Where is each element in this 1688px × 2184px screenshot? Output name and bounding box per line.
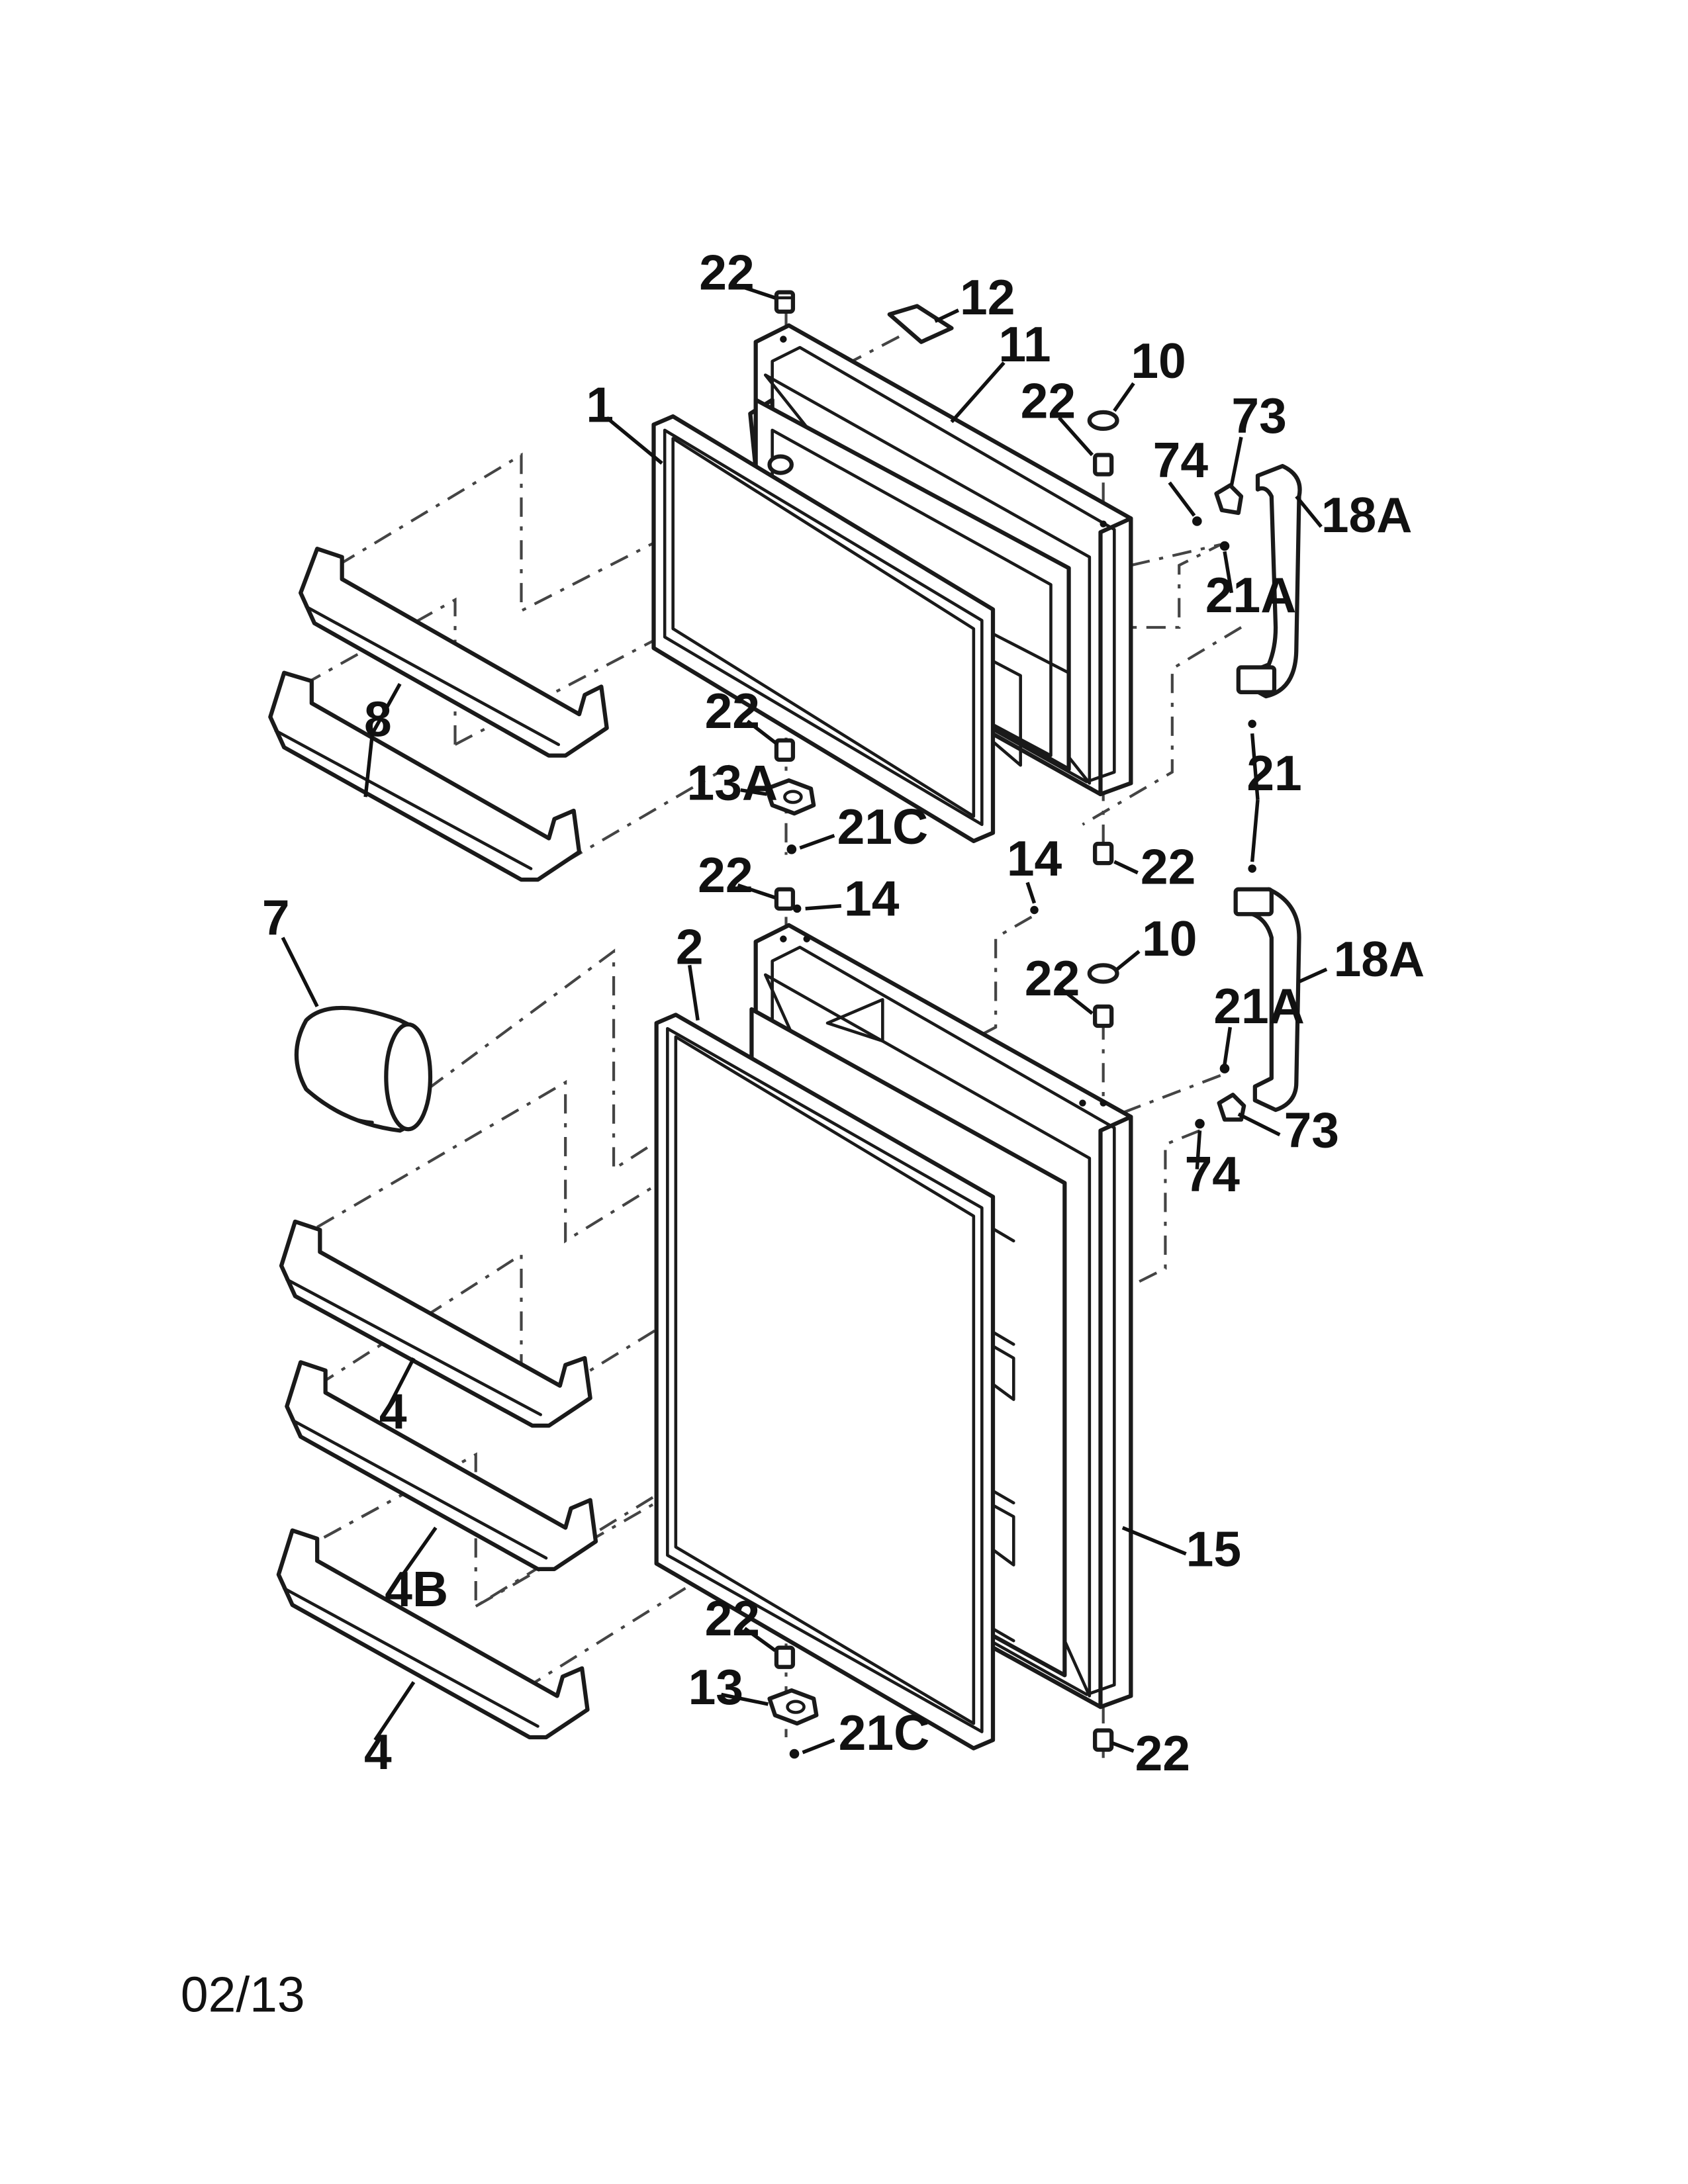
callout-8: 8 bbox=[364, 692, 392, 747]
callout-13: 13 bbox=[688, 1659, 743, 1715]
door-label-plate bbox=[887, 304, 954, 344]
callout-22-f: 22 bbox=[1025, 950, 1080, 1006]
callout-2: 2 bbox=[676, 919, 704, 974]
screw-14-b bbox=[1030, 905, 1039, 915]
callout-18A-a: 18A bbox=[1321, 487, 1413, 543]
callout-73-a: 73 bbox=[1231, 388, 1286, 443]
leader-lines bbox=[281, 283, 1328, 1754]
callout-10-a: 10 bbox=[1131, 333, 1186, 388]
hinge-pin-freezer-bottom bbox=[774, 738, 796, 762]
callout-22-a: 22 bbox=[699, 244, 754, 300]
callout-4B: 4B bbox=[385, 1561, 448, 1617]
callout-22-d: 22 bbox=[1141, 839, 1196, 894]
callout-14-a: 14 bbox=[844, 870, 900, 926]
callout-22-h: 22 bbox=[1135, 1725, 1190, 1781]
footer-date-code: 02/13 bbox=[181, 1967, 305, 2023]
callout-14-b: 14 bbox=[1007, 831, 1062, 886]
screw-21A-upper bbox=[1219, 541, 1230, 551]
dairy-compartment-basket bbox=[294, 1005, 433, 1133]
screw-21-a bbox=[1248, 719, 1256, 728]
screw-14-a bbox=[792, 904, 802, 913]
screw-74-lower bbox=[1195, 1118, 1205, 1129]
callout-4-a: 4 bbox=[379, 1383, 407, 1439]
callout-labels: 22 12 11 10 22 73 74 18A 21A 1 8 22 13A … bbox=[262, 244, 1425, 1781]
fresh-food-door-shelf-upper bbox=[279, 1219, 592, 1428]
fresh-food-door-shelf-middle bbox=[285, 1360, 598, 1571]
hardware bbox=[765, 290, 1256, 1759]
callout-74-a: 74 bbox=[1153, 432, 1209, 488]
callout-22-b: 22 bbox=[1021, 373, 1076, 428]
callout-15: 15 bbox=[1186, 1522, 1241, 1577]
hole-cap-upper bbox=[1087, 410, 1119, 432]
callout-22-g: 22 bbox=[705, 1590, 760, 1646]
callout-21A-b: 21A bbox=[1213, 978, 1305, 1034]
fresh-food-door-handle bbox=[1217, 887, 1301, 1122]
screw-74-upper bbox=[1192, 516, 1202, 526]
hinge-pin-bottom-right bbox=[1093, 1728, 1114, 1752]
callout-13A: 13A bbox=[687, 754, 778, 810]
screw-21-b bbox=[1248, 864, 1256, 873]
hinge-pin-freezer-right bbox=[1093, 453, 1114, 477]
callout-22-e: 22 bbox=[698, 847, 753, 903]
fresh-food-door-shelf-lower bbox=[276, 1528, 590, 1740]
hinge-bracket-13A bbox=[765, 778, 816, 816]
hinge-pin-top-freezer bbox=[774, 290, 796, 314]
hinge-pin-fresh-right bbox=[1093, 1004, 1114, 1028]
callout-21A-a: 21A bbox=[1205, 567, 1297, 623]
callout-1: 1 bbox=[586, 377, 614, 433]
hinge-pin-bottom-left bbox=[774, 1645, 796, 1669]
screw-21A-lower bbox=[1219, 1064, 1230, 1073]
callout-73-b: 73 bbox=[1284, 1102, 1339, 1158]
screw-21C-upper bbox=[786, 844, 797, 854]
callout-7: 7 bbox=[262, 890, 290, 946]
hinge-pin-center-right bbox=[1093, 841, 1114, 866]
callout-11: 11 bbox=[998, 316, 1051, 372]
freezer-door-shelf-lower bbox=[268, 670, 582, 882]
hinge-pin-center-left bbox=[774, 887, 796, 911]
callout-12: 12 bbox=[960, 269, 1015, 325]
hinge-bracket-13 bbox=[767, 1688, 819, 1726]
fresh-food-door-gasket bbox=[654, 1013, 996, 1751]
freezer-door-shelf-upper bbox=[299, 547, 609, 758]
freezer-door-handle bbox=[1214, 464, 1302, 699]
hole-cap-lower bbox=[1087, 963, 1119, 984]
callout-74-b: 74 bbox=[1185, 1146, 1241, 1202]
callout-21C-a: 21C bbox=[837, 799, 929, 854]
freezer-door-gasket bbox=[651, 414, 996, 843]
screw-21C-lower bbox=[789, 1749, 800, 1759]
callout-4-b: 4 bbox=[364, 1724, 392, 1780]
callout-18A-b: 18A bbox=[1334, 931, 1425, 987]
callout-10-b: 10 bbox=[1142, 911, 1197, 966]
callout-21C-b: 21C bbox=[839, 1705, 930, 1760]
callout-21: 21 bbox=[1246, 745, 1301, 801]
callout-22-c: 22 bbox=[705, 683, 760, 739]
